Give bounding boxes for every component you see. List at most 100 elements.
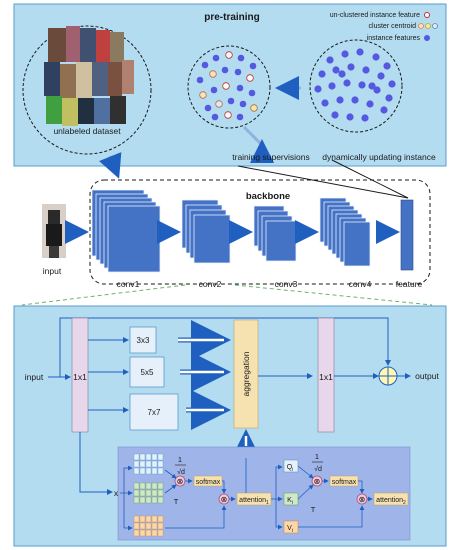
cluster-point [222, 82, 230, 90]
k-matrix [133, 482, 164, 504]
conv-to-attention-arrow [79, 432, 113, 495]
feature-map [193, 214, 231, 264]
matrix-cell [151, 529, 158, 537]
pretraining-legend: un-clustered instance feature cluster ce… [330, 12, 438, 42]
kernel-7x7-label: 7x7 [148, 408, 161, 417]
cluster-point [215, 100, 223, 108]
attention-2-sub: 2 [403, 500, 406, 506]
matrix-cell [151, 482, 158, 490]
matrix-cell [133, 496, 140, 504]
matrix-cell [145, 529, 152, 537]
legend-unclustered-label: un-clustered instance feature [330, 12, 420, 19]
scale2-den: √d [314, 465, 322, 473]
feature-to-update-line [331, 159, 409, 199]
matrix-cell [133, 515, 140, 523]
matrix-cell [157, 515, 164, 523]
training-supervision-arrow [242, 125, 274, 163]
multiply-node-1-glyph: ⊗ [177, 477, 184, 486]
zoom-line-left [21, 284, 186, 306]
instance-point [377, 72, 385, 80]
cluster-point [237, 54, 245, 62]
cluster-point [234, 68, 242, 76]
softmax-1-label: softmax [196, 479, 221, 486]
feature-map [265, 220, 297, 262]
person-image-collage [44, 26, 134, 126]
module-input-label: input [25, 372, 44, 382]
legend-centroid-icon-1 [418, 23, 424, 29]
scale1-den: √d [177, 468, 185, 476]
instance-point [338, 70, 346, 78]
kernel-7x7-box [129, 393, 179, 431]
cluster-point [196, 76, 204, 84]
instance-point [372, 53, 380, 61]
matrix-cell [133, 453, 140, 461]
x-to-v-arrow [123, 493, 133, 531]
legend-centroid-icon-3 [432, 23, 438, 29]
q-to-mult1-arrow [164, 469, 177, 479]
matrix-cell [145, 453, 152, 461]
feature-to-supervision-line [237, 165, 409, 199]
att1-to-q-arrow [271, 464, 283, 500]
attention-1-sub: 1 [266, 500, 269, 506]
conv3-stack [253, 205, 297, 262]
legend-centroid-label: cluster centroid [369, 23, 417, 30]
cluster-point [250, 104, 258, 112]
cluster-point [212, 54, 220, 62]
matrix-cell [145, 515, 152, 523]
k-sub: i [292, 500, 293, 506]
module-panel: input 1x1 3x3 5x5 7x7 aggregation 1x1 [13, 305, 447, 547]
matrix-cell [157, 482, 164, 490]
matrix-cell [157, 460, 164, 468]
matrix-cell [139, 482, 146, 490]
stage-label-conv3: conv3 [275, 279, 298, 289]
instance-point [343, 79, 351, 87]
matrix-cell [133, 460, 140, 468]
conv1x1-right [317, 317, 335, 433]
scale1-num: 1 [178, 455, 182, 464]
cluster-point [227, 97, 235, 105]
matrix-cell [145, 482, 152, 490]
aggregation-label: aggregation [241, 351, 251, 396]
instance-point [318, 70, 326, 78]
cluster-point [210, 86, 218, 94]
matrix-cell [139, 515, 146, 523]
k-to-mult1-arrow [164, 484, 177, 494]
cluster-point [209, 70, 217, 78]
kernel-3x3-box [129, 326, 157, 354]
instance-point [356, 48, 364, 56]
module-output-label: output [415, 371, 439, 381]
softmax1-to-mult2-arrow [221, 480, 227, 494]
instance-point [321, 99, 329, 107]
matrix-cell [157, 529, 164, 537]
feature-map [107, 205, 161, 273]
conv2-stack [181, 199, 231, 264]
v-to-mult4-arrow [298, 505, 365, 528]
instance-point [366, 100, 374, 108]
dataset-to-backbone-arrow [99, 152, 122, 179]
instance-point [351, 96, 359, 104]
instance-point [388, 80, 396, 88]
cluster-point [225, 51, 233, 59]
unlabeled-dataset: unlabeled dataset [22, 25, 152, 155]
x-label: x [114, 488, 119, 498]
matrix-cell [139, 489, 146, 497]
instance-point [332, 66, 340, 74]
attention-2-text: attention [376, 497, 403, 504]
conv1x1-left-label: 1x1 [73, 372, 87, 382]
legend-instance-label: instance features [367, 35, 421, 42]
matrix-cell [139, 522, 146, 530]
matrix-cell [157, 467, 164, 475]
matrix-cell [157, 489, 164, 497]
transpose-label-1: T [174, 497, 179, 506]
q-matrix [133, 453, 164, 475]
matrix-cell [133, 529, 140, 537]
instance-point [385, 94, 393, 102]
kernel-3x3-label: 3x3 [137, 336, 150, 345]
backbone-section: backbone input conv1 conv2 conv3 conv4 f… [42, 179, 431, 289]
pretraining-panel: pre-training un-clustered instance featu… [13, 3, 447, 179]
k-text: K [287, 497, 292, 504]
matrix-cell [151, 496, 158, 504]
backbone-title: backbone [246, 191, 290, 202]
dynamic-update-label: dynamically updating instance [322, 152, 436, 162]
